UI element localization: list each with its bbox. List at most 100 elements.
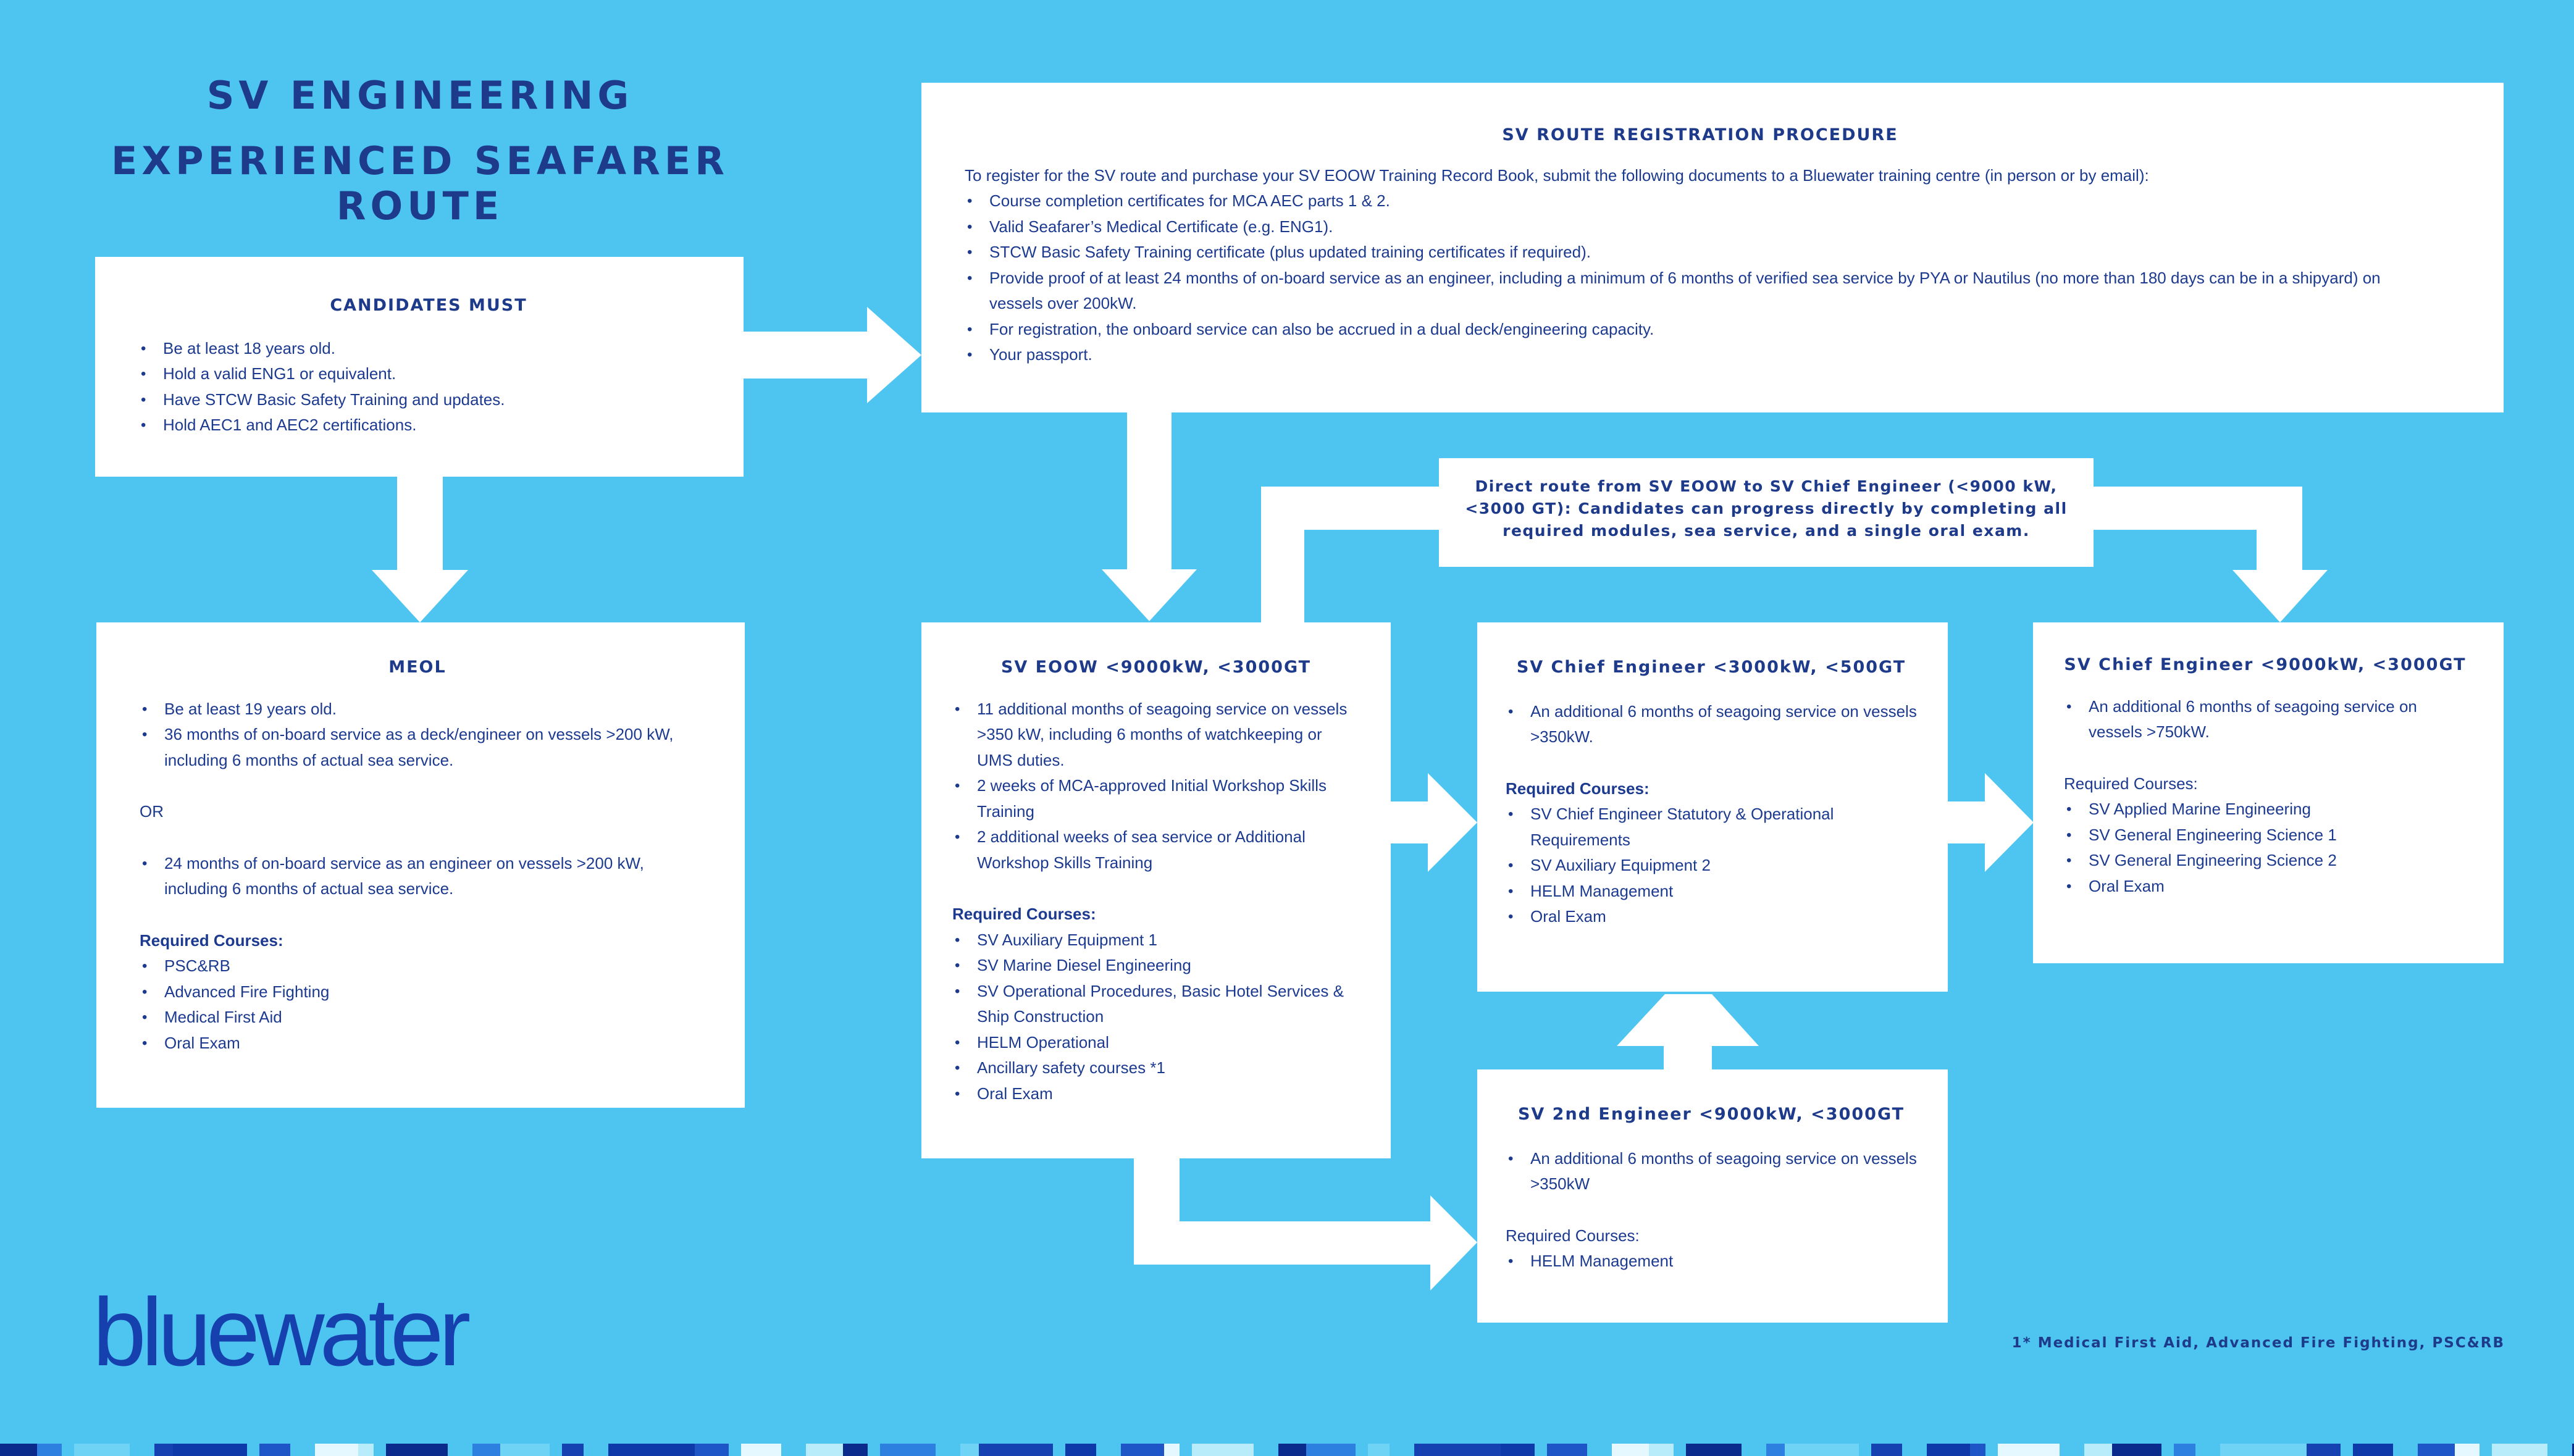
stripe-segment bbox=[358, 1444, 374, 1456]
list-item: Be at least 19 years old. bbox=[140, 697, 695, 722]
stripe-segment bbox=[2418, 1444, 2455, 1456]
stripe-segment bbox=[386, 1444, 448, 1456]
registration-box: SV ROUTE REGISTRATION PROCEDURE To regis… bbox=[921, 83, 2504, 412]
arrow-chief-3000-to-chief-9000 bbox=[1947, 773, 2034, 872]
list-item: Oral Exam bbox=[1506, 904, 1917, 930]
stripe-segment bbox=[1927, 1444, 1970, 1456]
eoow-courses-list: SV Auxiliary Equipment 1 SV Marine Diese… bbox=[952, 927, 1360, 1107]
stripe-segment bbox=[1686, 1444, 1742, 1456]
list-item: Oral Exam bbox=[140, 1031, 695, 1056]
chief-9000-list: An additional 6 months of seagoing servi… bbox=[2064, 694, 2467, 745]
stripe-segment bbox=[2307, 1444, 2341, 1456]
list-item: SV Auxiliary Equipment 2 bbox=[1506, 853, 1917, 879]
bluewater-logo: bluewater bbox=[93, 1279, 471, 1386]
registration-intro: To register for the SV route and purchas… bbox=[965, 165, 2149, 185]
stripe-segment bbox=[1368, 1444, 1390, 1456]
arrow-eoow-to-chief-3000 bbox=[1391, 773, 1477, 872]
list-item: 36 months of on-board service as a deck/… bbox=[140, 722, 695, 773]
stripe-segment bbox=[37, 1444, 62, 1456]
meol-box: MEOL Be at least 19 years old. 36 months… bbox=[96, 622, 745, 1108]
stripe-segment bbox=[1121, 1444, 1164, 1456]
stripe-segment bbox=[843, 1444, 868, 1456]
stripe-segment bbox=[0, 1444, 37, 1456]
list-item: PSC&RB bbox=[140, 953, 695, 979]
page-title-line2: EXPERIENCED SEAFARER ROUTE bbox=[111, 138, 729, 228]
chief-3000-courses-list: SV Chief Engineer Statutory & Operationa… bbox=[1506, 801, 1917, 930]
list-item: An additional 6 months of seagoing servi… bbox=[1506, 1146, 1917, 1197]
candidates-list: Be at least 18 years old. Hold a valid E… bbox=[138, 336, 719, 438]
stripe-segment bbox=[173, 1444, 247, 1456]
list-item: Have STCW Basic Safety Training and upda… bbox=[138, 387, 719, 413]
second-engineer-courses-list: HELM Management bbox=[1506, 1249, 1917, 1274]
list-item: 2 weeks of MCA-approved Initial Workshop… bbox=[952, 773, 1360, 824]
list-item: Course completion certificates for MCA A… bbox=[965, 188, 2436, 214]
eoow-list: 11 additional months of seagoing service… bbox=[952, 697, 1360, 876]
meol-list-b: 24 months of on-board service as an engi… bbox=[140, 851, 695, 902]
stripe-segment bbox=[880, 1444, 936, 1456]
second-engineer-title: SV 2nd Engineer <9000kW, <3000GT bbox=[1517, 1105, 1905, 1124]
stripe-segment bbox=[2084, 1444, 2112, 1456]
list-item: Oral Exam bbox=[952, 1081, 1360, 1107]
stripe-segment bbox=[1871, 1444, 1902, 1456]
list-item: HELM Management bbox=[1506, 1249, 1917, 1274]
meol-courses-list: PSC&RB Advanced Fire Fighting Medical Fi… bbox=[140, 953, 695, 1056]
list-item: 2 additional weeks of sea service or Add… bbox=[952, 824, 1360, 876]
arrow-candidates-to-registration bbox=[741, 307, 921, 403]
decorative-stripe-band bbox=[0, 1444, 2574, 1456]
registration-title: SV ROUTE REGISTRATION PROCEDURE bbox=[1502, 125, 1898, 144]
second-engineer-box: SV 2nd Engineer <9000kW, <3000GT An addi… bbox=[1477, 1069, 1948, 1323]
stripe-segment bbox=[1306, 1444, 1356, 1456]
stripe-segment bbox=[2492, 1444, 2547, 1456]
arrow-direct-route-line bbox=[1261, 487, 1440, 624]
chief-9000-title: SV Chief Engineer <9000kW, <3000GT bbox=[2064, 655, 2467, 674]
list-item: SV General Engineering Science 1 bbox=[2064, 822, 2467, 848]
arrow-direct-route-to-chief-9000 bbox=[2092, 487, 2328, 622]
stripe-segment bbox=[2112, 1444, 2161, 1456]
arrow-eoow-to-second-engineer bbox=[1134, 1158, 1477, 1291]
stripe-segment bbox=[1785, 1444, 1859, 1456]
list-item: SV Chief Engineer Statutory & Operationa… bbox=[1506, 801, 1917, 853]
candidates-box: CANDIDATES MUST Be at least 18 years old… bbox=[95, 257, 744, 477]
list-item: SV Auxiliary Equipment 1 bbox=[952, 927, 1360, 953]
list-item: An additional 6 months of seagoing servi… bbox=[2064, 694, 2467, 745]
stripe-segment bbox=[1766, 1444, 1785, 1456]
stripe-segment bbox=[1278, 1444, 1306, 1456]
stripe-segment bbox=[608, 1444, 695, 1456]
list-item: HELM Management bbox=[1506, 879, 1917, 905]
list-item: Medical First Aid bbox=[140, 1005, 695, 1031]
stripe-segment bbox=[2572, 1444, 2574, 1456]
list-item: Your passport. bbox=[965, 342, 2436, 368]
second-engineer-list: An additional 6 months of seagoing servi… bbox=[1506, 1146, 1917, 1197]
eoow-courses-label: Required Courses: bbox=[952, 905, 1096, 923]
eoow-box: SV EOOW <9000kW, <3000GT 11 additional m… bbox=[921, 622, 1391, 1158]
eoow-title: SV EOOW <9000kW, <3000GT bbox=[1000, 658, 1312, 677]
list-item: SV Operational Procedures, Basic Hotel S… bbox=[952, 979, 1360, 1030]
stripe-segment bbox=[1649, 1444, 1674, 1456]
list-item: SV Applied Marine Engineering bbox=[2064, 797, 2467, 822]
chief-3000-list: An additional 6 months of seagoing servi… bbox=[1506, 699, 1917, 750]
stripe-segment bbox=[979, 1444, 1053, 1456]
stripe-segment bbox=[154, 1444, 173, 1456]
stripe-segment bbox=[2220, 1444, 2307, 1456]
list-item: Hold a valid ENG1 or equivalent. bbox=[138, 361, 719, 387]
stripe-segment bbox=[695, 1444, 729, 1456]
arrow-candidates-to-meol bbox=[372, 475, 468, 622]
list-item: An additional 6 months of seagoing servi… bbox=[1506, 699, 1917, 750]
list-item: STCW Basic Safety Training certificate (… bbox=[965, 240, 2436, 266]
meol-title: MEOL bbox=[388, 658, 446, 677]
direct-route-note: Direct route from SV EOOW to SV Chief En… bbox=[1439, 458, 2094, 567]
list-item: SV Marine Diesel Engineering bbox=[952, 953, 1360, 979]
stripe-segment bbox=[2455, 1444, 2480, 1456]
stripe-segment bbox=[472, 1444, 500, 1456]
stripe-segment bbox=[741, 1444, 781, 1456]
arrow-second-engineer-to-chief-3000 bbox=[1617, 994, 1759, 1069]
list-item: Advanced Fire Fighting bbox=[140, 979, 695, 1005]
stripe-segment bbox=[1547, 1444, 1587, 1456]
footnote: 1* Medical First Aid, Advanced Fire Figh… bbox=[2011, 1335, 2505, 1351]
registration-list: Course completion certificates for MCA A… bbox=[965, 188, 2436, 368]
chief-3000-courses-label: Required Courses: bbox=[1506, 779, 1650, 798]
meol-courses-label: Required Courses: bbox=[140, 931, 283, 950]
stripe-segment bbox=[1612, 1444, 1649, 1456]
stripe-segment bbox=[1998, 1444, 2060, 1456]
stripe-segment bbox=[1501, 1444, 1535, 1456]
